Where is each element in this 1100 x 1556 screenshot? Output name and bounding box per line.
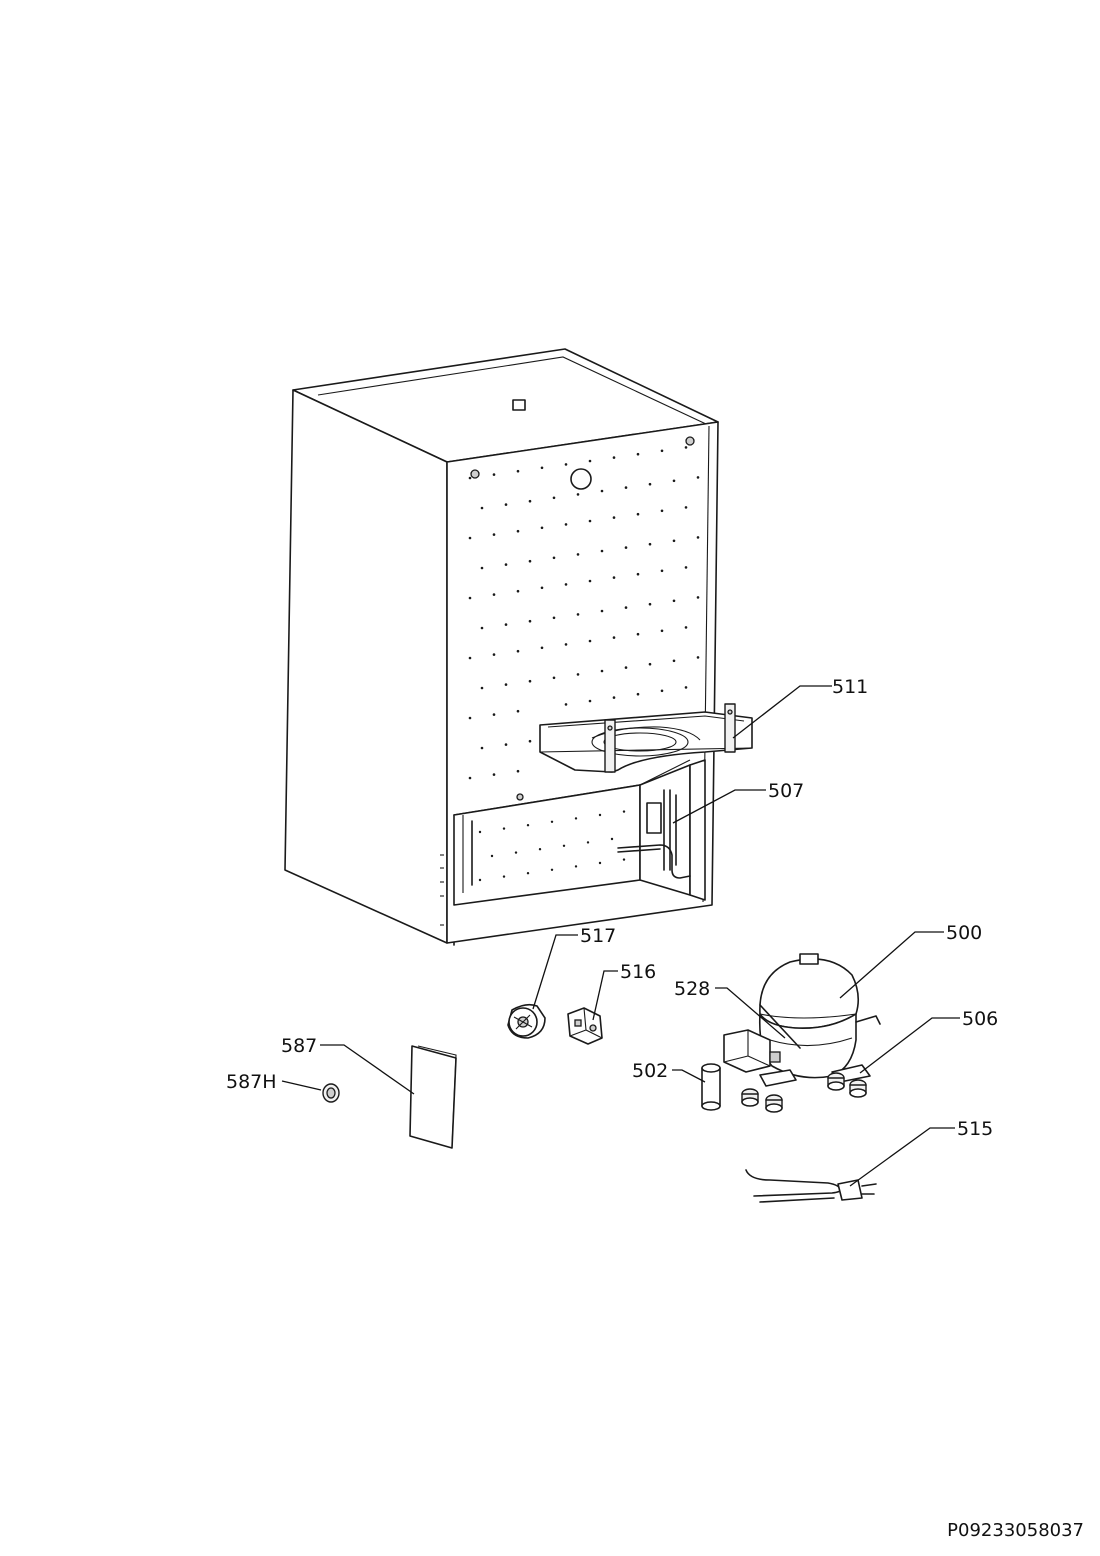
callout-587: 587 [281,1035,317,1057]
part-502-capacitor [701,1063,721,1111]
callout-517: 517 [580,925,616,947]
callout-516: 516 [620,961,656,983]
cabinet-body [284,348,719,946]
part-511-drip-tray [539,703,753,773]
part-500-compressor [723,953,881,1113]
callout-587H: 587H [226,1071,277,1093]
callout-528: 528 [674,978,710,1000]
part-516-relay [567,1007,603,1045]
part-506-grommets [741,1072,867,1113]
callout-502: 502 [632,1060,668,1082]
document-code: P09233058037 [947,1520,1084,1541]
leader-lines [281,685,960,1187]
part-517-protector [507,1003,546,1039]
part-515-power-cord [745,1169,877,1203]
part-507-condenser [617,789,691,879]
part-587H-button [322,1083,340,1103]
part-587-label-card [409,1045,457,1149]
callout-500: 500 [946,922,982,944]
callout-507: 507 [768,780,804,802]
back-panel-perforations [468,446,700,882]
callout-506: 506 [962,1008,998,1030]
callout-511: 511 [832,676,868,698]
callout-515: 515 [957,1118,993,1140]
